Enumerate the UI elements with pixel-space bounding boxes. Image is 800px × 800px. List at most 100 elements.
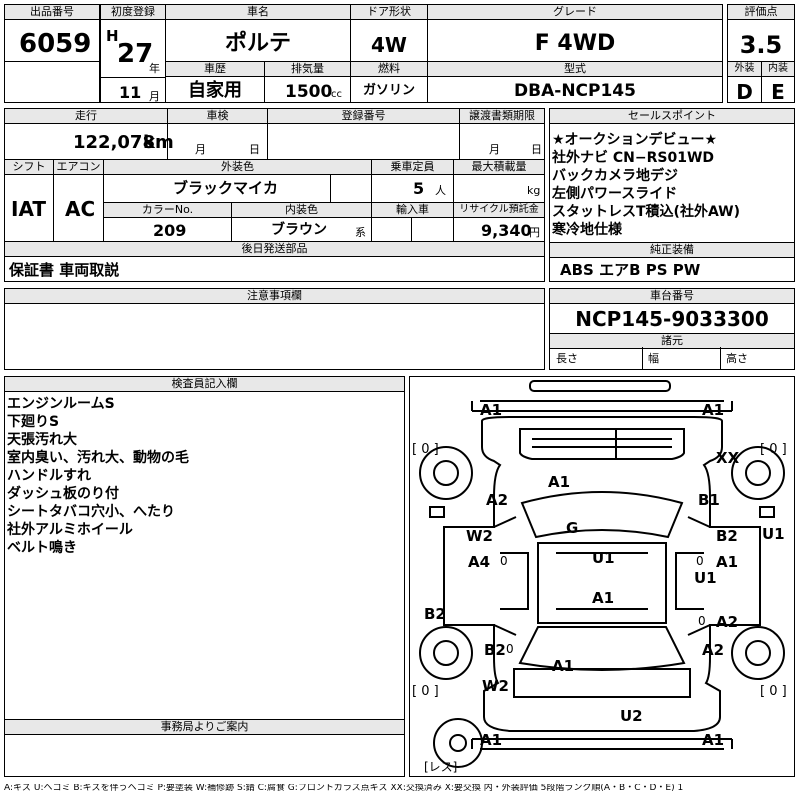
grade: F 4WD: [534, 31, 616, 56]
import-label: 輸入車: [371, 203, 453, 218]
displacement-box: 排気量 1500 cc: [264, 61, 351, 103]
capacity-unit: 人: [435, 184, 446, 197]
score: 3.5: [739, 31, 783, 59]
intcolor-label: 内装色: [231, 203, 371, 218]
sales-point-line: 寒冷地仕様: [552, 222, 622, 238]
later-parts-label: 後日発送部品: [5, 242, 544, 257]
car-diagram: A1 A1 [ 0 ] [ 0 ] XX A1 A2 B1 G W2 B2 U1…: [409, 376, 795, 777]
history: 自家用: [188, 80, 242, 101]
inspector-line: ダッシュ板のり付: [7, 486, 119, 502]
lot-number-box: 出品番号 6059: [4, 4, 100, 62]
inspector-line: 天張汚れ大: [7, 432, 77, 448]
sales-point-label: セールスポイント: [550, 109, 794, 124]
model: DBA-NCP145: [514, 81, 636, 101]
chassis-box: 車台番号 NCP145-9033300 諸元 長さ 幅 高さ: [549, 288, 795, 370]
sales-point-line: 左側パワースライド: [552, 186, 678, 202]
inspection-month: 月: [195, 143, 206, 156]
interior-color: ブラウン: [271, 222, 327, 238]
score-box: 評価点 3.5: [727, 4, 795, 62]
exterior-box: 外装 D: [727, 61, 762, 103]
damage-fender-right: B1: [698, 491, 720, 509]
damage-rear-right: A2: [716, 613, 739, 631]
tire-front-right: [ 0 ]: [760, 442, 787, 457]
history-box: 車歴 自家用: [165, 61, 265, 103]
month-unit: 月: [149, 90, 160, 103]
fuel: ガソリン: [362, 83, 415, 98]
caution-box: 注意事項欄: [4, 288, 545, 370]
ac: AC: [65, 197, 96, 221]
inspector-line: 室内臭い、汚れ大、動物の毛: [7, 450, 189, 466]
damage-rear-left2: W2: [482, 677, 509, 695]
car-name-box: 車名 ポルテ: [165, 4, 351, 62]
shift: IAT: [11, 197, 47, 221]
reg-month: 11: [119, 83, 142, 102]
transfer-label: 譲渡書類期限: [459, 109, 544, 124]
zero-mark-right2: 0: [698, 614, 706, 628]
damage-rear-bumper-right: A1: [702, 731, 725, 749]
interior-box: 内装 E: [761, 61, 795, 103]
mileage-unit: km: [143, 132, 174, 153]
damage-door-fl: W2: [466, 527, 493, 545]
damage-roof-u1: U1: [592, 549, 615, 567]
recycle-label: リサイクル預託金: [453, 203, 544, 218]
zero-mark-right: 0: [696, 554, 704, 568]
spec-length: 長さ: [556, 352, 578, 365]
colorno-label: カラーNo.: [104, 203, 231, 218]
damage-front-left: A1: [480, 401, 503, 419]
interior-color-unit: 系: [355, 226, 366, 239]
sales-points: ★オークションデビュー★ 社外ナビ CN−RS01WD バックカメラ地デジ 左側…: [552, 131, 740, 239]
inspector-line: 下廻りS: [7, 414, 60, 430]
damage-front-right: A1: [702, 401, 725, 419]
zero-mark-left2: 0: [506, 642, 514, 656]
grade-label: グレード: [428, 5, 722, 20]
damage-fender-left: A2: [486, 491, 509, 509]
inspector-notes: エンジンルームS 下廻りS 天張汚れ大 室内臭い、汚れ大、動物の毛 ハンドルすれ…: [7, 395, 189, 557]
first-reg-box: 初度登録 H 27 年 11 月: [100, 4, 166, 103]
chassis-number: NCP145-9033300: [575, 307, 769, 331]
caution-label: 注意事項欄: [5, 289, 544, 304]
shift-label: シフト: [5, 160, 53, 175]
sales-point-line: ★オークションデビュー★: [552, 132, 718, 148]
spec-height: 高さ: [726, 352, 748, 365]
tire-rear-right: [ 0 ]: [760, 684, 787, 699]
details-box: 走行 車検 登録番号 譲渡書類期限 122,078 km 月 日 月 日 シフト…: [4, 108, 545, 282]
transfer-month: 月: [489, 143, 500, 156]
damage-xx: XX: [716, 449, 740, 467]
damage-rear-bumper-left: A1: [480, 731, 503, 749]
inspector-line: ベルト鳴き: [7, 540, 77, 556]
inspector-line: 社外アルミホイール: [7, 522, 133, 538]
damage-door-fr: B2: [716, 527, 738, 545]
capacity-label: 乗車定員: [371, 160, 453, 175]
reg-year: 27: [117, 39, 154, 69]
inspector-box: 検査員記入欄 エンジンルームS 下廻りS 天張汚れ大 室内臭い、汚れ大、動物の毛…: [4, 376, 405, 720]
tire-rear-left: [ 0 ]: [412, 684, 439, 699]
mileage: 122,078: [73, 132, 155, 153]
displacement: 1500: [285, 82, 333, 102]
damage-rear-right2: A2: [702, 641, 725, 659]
capacity: 5: [413, 179, 425, 198]
color-no: 209: [153, 221, 187, 240]
era: H: [106, 27, 119, 45]
exterior-grade: D: [736, 80, 753, 104]
interior-label: 内装: [762, 62, 794, 77]
lot-blank-box: [4, 61, 100, 103]
office-box: 事務局よりご案内: [4, 719, 405, 777]
model-label: 型式: [428, 62, 722, 77]
car-outline: [419, 380, 785, 768]
load-label: 最大積載量: [453, 160, 544, 175]
doors-label: ドア形状: [351, 5, 427, 20]
car-name: ポルテ: [224, 31, 291, 56]
regno-label: 登録番号: [267, 109, 459, 124]
lot-number: 6059: [19, 29, 92, 59]
damage-trunk: A1: [552, 657, 575, 675]
specs-label: 諸元: [550, 333, 794, 349]
recycle-fee: 9,340: [481, 221, 532, 240]
equipment: ABS エアB PS PW: [560, 261, 701, 279]
inspector-line: シートタバコ穴小、へたり: [7, 504, 175, 520]
inspector-line: エンジンルームS: [7, 396, 115, 412]
year-unit: 年: [149, 62, 160, 75]
inspector-label: 検査員記入欄: [5, 377, 404, 392]
displacement-unit: cc: [331, 89, 342, 100]
zero-mark-left: 0: [500, 554, 508, 568]
lot-number-label: 出品番号: [5, 5, 99, 20]
